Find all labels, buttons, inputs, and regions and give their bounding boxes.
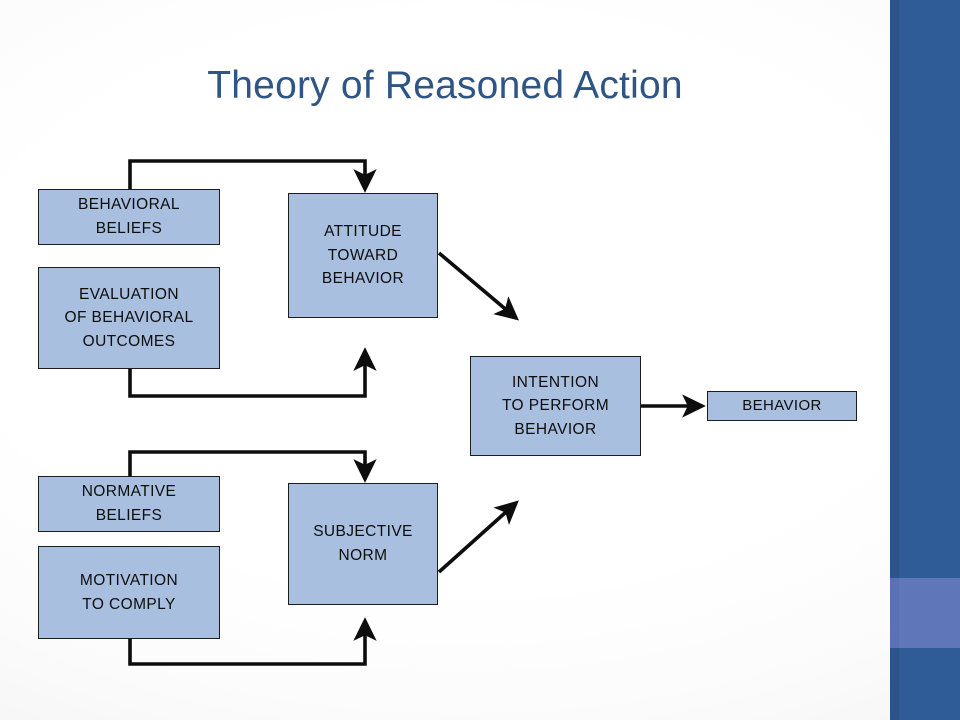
- edge-attitude-to-intention: [437, 251, 519, 321]
- decorative-accent-block-edge: [890, 578, 899, 648]
- node-evaluation-of-behavioral-outcomes[interactable]: EVALUATION OF BEHAVIORAL OUTCOMES: [38, 267, 220, 369]
- decorative-accent-block: [890, 578, 960, 648]
- node-intention-to-perform-behavior[interactable]: INTENTION TO PERFORM BEHAVIOR: [470, 356, 641, 456]
- node-motivation-to-comply[interactable]: MOTIVATION TO COMPLY: [38, 546, 220, 639]
- edge-normative-beliefs-to-subjective-norm: [128, 450, 377, 483]
- node-normative-beliefs[interactable]: NORMATIVE BELIEFS: [38, 476, 220, 532]
- edge-behavioral-beliefs-to-attitude: [128, 159, 377, 193]
- edge-subjective-norm-to-intention: [437, 500, 519, 574]
- node-attitude-toward-behavior[interactable]: ATTITUDE TOWARD BEHAVIOR: [288, 193, 438, 318]
- node-behavior[interactable]: BEHAVIOR: [707, 391, 857, 421]
- node-behavioral-beliefs[interactable]: BEHAVIORAL BELIEFS: [38, 189, 220, 245]
- page-title: Theory of Reasoned Action: [207, 64, 683, 107]
- node-subjective-norm[interactable]: SUBJECTIVE NORM: [288, 483, 438, 605]
- decorative-right-band-edge: [890, 0, 899, 720]
